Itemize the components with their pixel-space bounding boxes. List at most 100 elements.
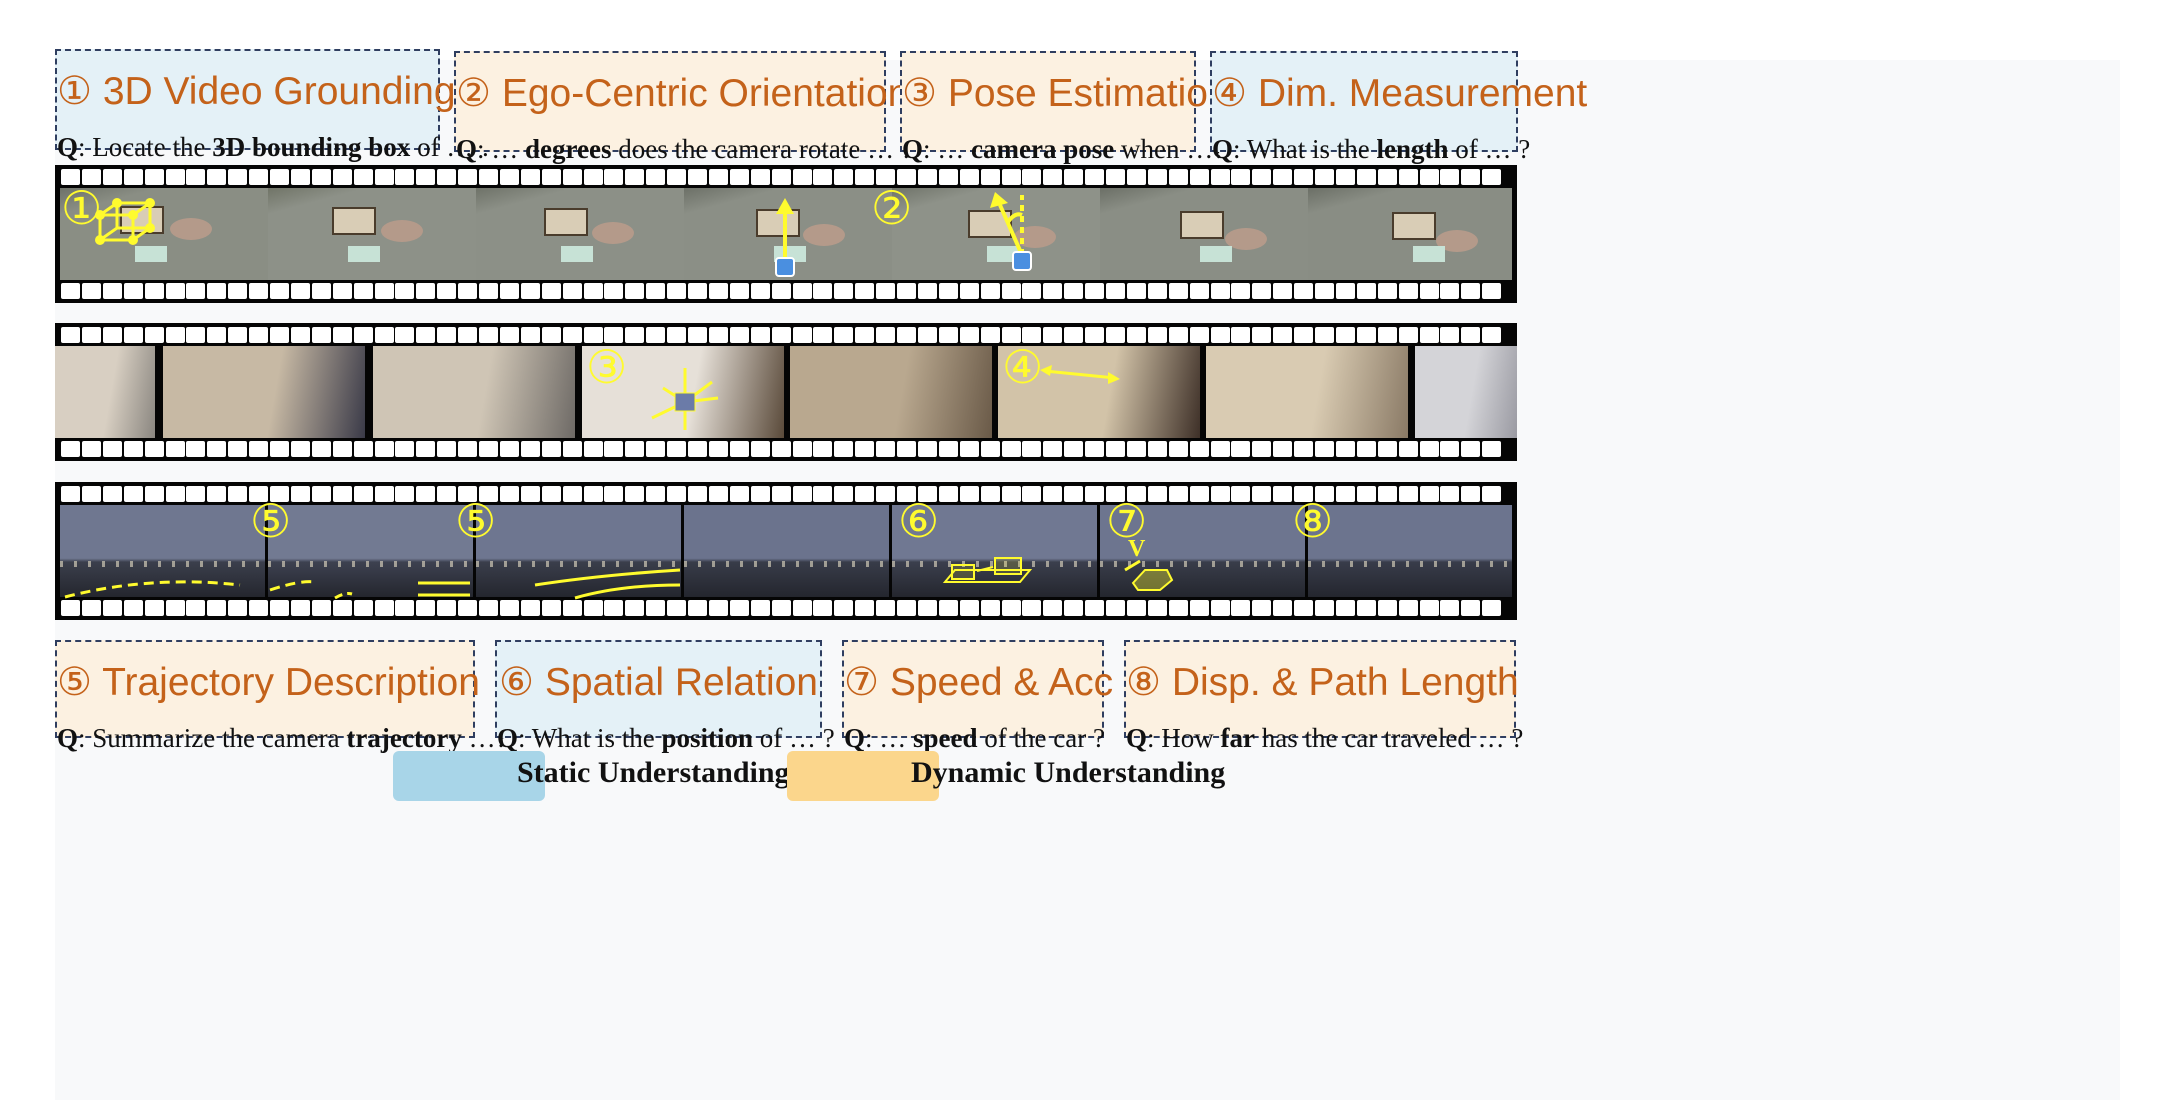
task-card-pose-estimation: ③ Pose Estimation Q: … camera pose when …: [900, 51, 1230, 164]
sprocket-hole: [81, 283, 101, 299]
sprocket-hole: [270, 441, 289, 457]
sprocket-hole: [290, 600, 310, 616]
task-card-spatial-relation: ⑥ Spatial Relation Q: What is the positi…: [495, 640, 835, 753]
velocity-label: V: [1128, 536, 1146, 562]
sprocket-hole: [1189, 327, 1209, 343]
sprocket-hole: [1001, 327, 1021, 343]
sprocket-hole: [792, 441, 812, 457]
sprocket-hole: [1440, 441, 1460, 457]
object-pillow: [1436, 230, 1478, 252]
sprocket-hole: [792, 600, 812, 616]
sprocket-hole: [102, 327, 122, 343]
sprocket-hole: [980, 486, 1000, 502]
sprocket-hole: [938, 486, 958, 502]
sprocket-hole: [416, 441, 436, 457]
sprocket-hole: [458, 441, 478, 457]
sprocket-hole: [959, 169, 979, 185]
sprocket-hole: [1294, 169, 1314, 185]
sprocket-hole: [311, 283, 331, 299]
sprocket-hole: [813, 283, 833, 299]
sprocket-hole: [207, 486, 227, 502]
sprocket-hole: [61, 327, 80, 343]
task-question: Q: What is the position of … ?: [497, 723, 835, 753]
object-microwave: [120, 206, 164, 234]
sprocket-hole: [186, 327, 206, 343]
video-frame: [1308, 188, 1512, 280]
sprocket-hole: [1377, 486, 1397, 502]
sprocket-hole: [1147, 283, 1167, 299]
sprocket-hole: [374, 283, 394, 299]
sprocket-hole: [1147, 441, 1167, 457]
sprocket-hole: [165, 283, 185, 299]
sprocket-hole: [249, 441, 269, 457]
sprocket-hole: [1461, 441, 1481, 457]
sprocket-hole: [332, 327, 352, 343]
sprocket-hole: [332, 283, 352, 299]
object-pillow: [1225, 228, 1267, 250]
sprocket-hole: [813, 486, 833, 502]
sprocket-hole: [479, 486, 498, 502]
task-question: Q: How far has the car traveled … ?: [1126, 723, 1524, 753]
sprocket-hole: [1085, 169, 1105, 185]
sprocket-hole: [479, 283, 498, 299]
sprocket-hole: [1231, 283, 1251, 299]
object-pillow: [170, 218, 212, 240]
sprocket-hole: [186, 441, 206, 457]
sprocket-hole: [667, 283, 687, 299]
sprocket-hole: [1440, 327, 1460, 343]
sprocket-hole: [1294, 327, 1314, 343]
sprocket-hole: [353, 327, 373, 343]
sprocket-hole: [1315, 169, 1334, 185]
sprocket-hole: [667, 486, 687, 502]
sprocket-hole: [1168, 327, 1188, 343]
sprocket-hole: [1001, 486, 1021, 502]
sprocket-hole: [1231, 169, 1251, 185]
sprocket-hole: [1001, 600, 1021, 616]
video-frame: [684, 188, 892, 280]
sprocket-hole: [583, 327, 603, 343]
sprocket-hole: [1398, 169, 1418, 185]
sprocket-hole: [646, 441, 666, 457]
sprocket-hole: [1064, 283, 1084, 299]
object-tray: [1413, 246, 1445, 262]
sprocket-hole: [520, 169, 540, 185]
sprocket-hole: [61, 169, 80, 185]
sprocket-hole: [792, 169, 812, 185]
sprocket-hole: [938, 283, 958, 299]
sprocket-hole: [708, 600, 728, 616]
sprocket-hole: [1377, 600, 1397, 616]
sprocket-hole: [1189, 169, 1209, 185]
sprocket-hole: [959, 441, 979, 457]
sprocket-hole: [897, 169, 916, 185]
task-card-trajectory-description: ⑤ Trajectory Description Q: Summarize th…: [55, 640, 508, 753]
sprocket-hole: [228, 486, 248, 502]
sprocket-hole: [1252, 600, 1272, 616]
video-frame: [268, 505, 473, 597]
sprocket-hole: [374, 486, 394, 502]
sprocket-hole: [1335, 327, 1355, 343]
sprocket-hole: [1126, 486, 1146, 502]
video-frame: [684, 505, 889, 597]
sprocket-hole: [332, 441, 352, 457]
task-title: ③ Pose Estimation: [902, 72, 1230, 115]
sprocket-hole: [1294, 600, 1314, 616]
sprocket-hole: [165, 486, 185, 502]
sprocket-hole: [1377, 169, 1397, 185]
sprocket-hole: [750, 600, 770, 616]
sprocket-hole: [270, 169, 289, 185]
sprocket-hole: [144, 283, 164, 299]
horizon-lights: [684, 561, 889, 567]
sprocket-hole: [1252, 327, 1272, 343]
sprocket-hole: [1315, 283, 1334, 299]
sprocket-hole: [1335, 283, 1355, 299]
sprocket-hole: [813, 327, 833, 343]
sprocket-hole: [270, 283, 289, 299]
sprocket-hole: [1356, 169, 1376, 185]
object-microwave: [756, 209, 800, 237]
sprocket-hole: [917, 486, 937, 502]
sprocket-hole: [771, 600, 791, 616]
sprocket-hole: [1168, 600, 1188, 616]
sprocket-hole: [667, 600, 687, 616]
sprocket-hole: [1126, 283, 1146, 299]
marker-dimension: ④: [1002, 340, 1044, 394]
